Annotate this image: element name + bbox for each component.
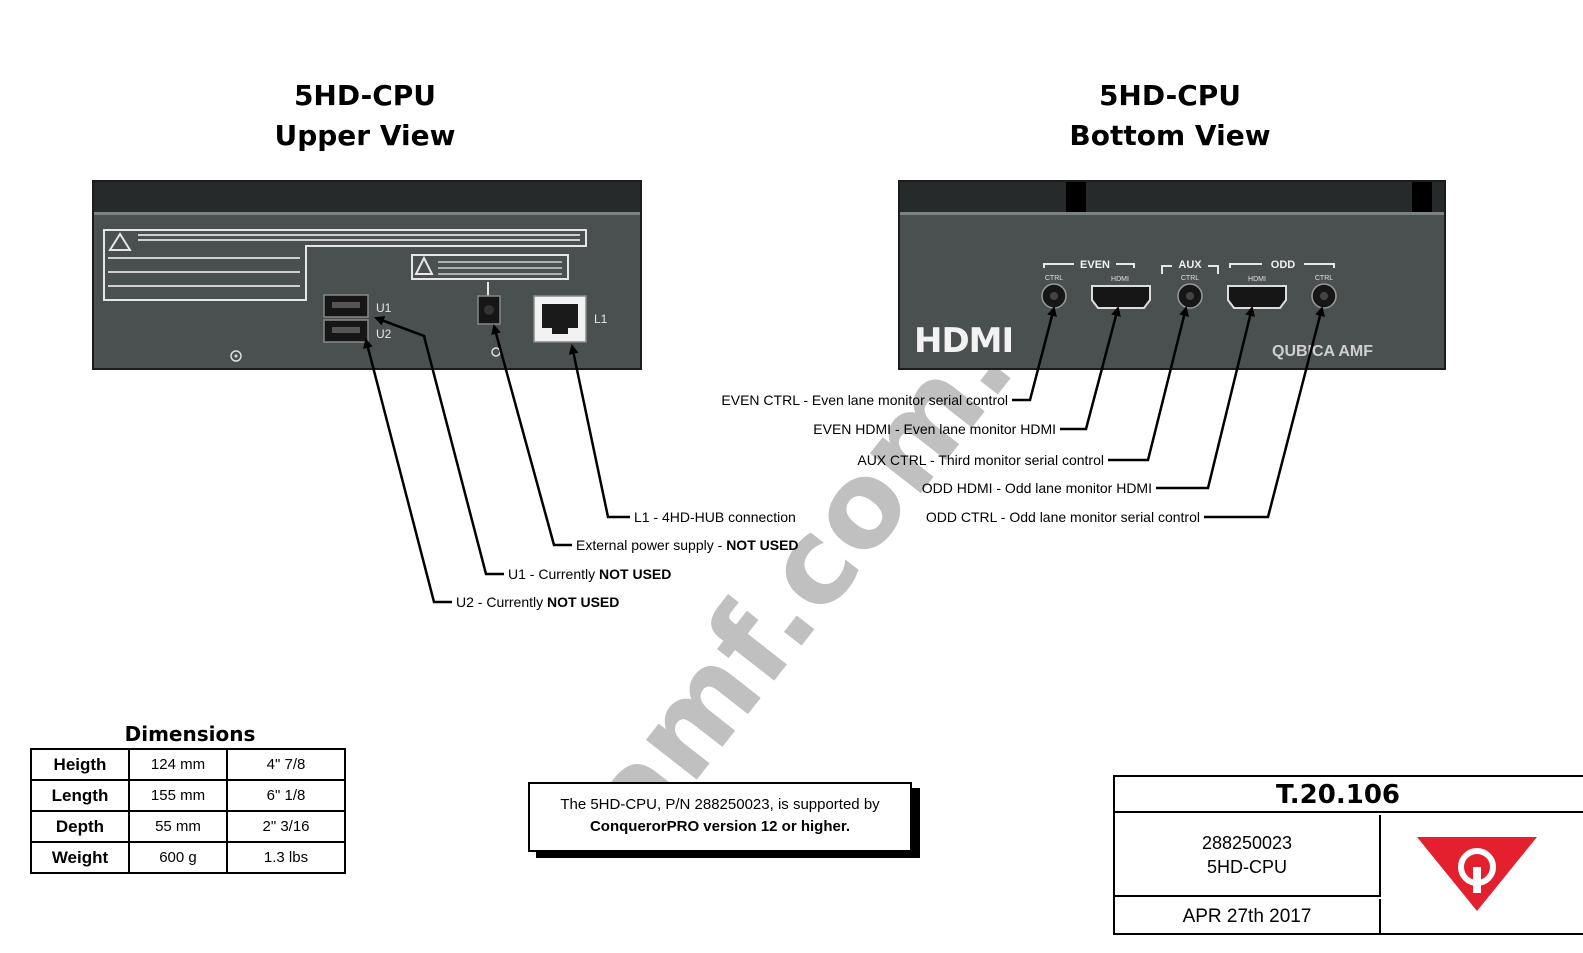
table-row: Length 155 mm 6" 1/8 bbox=[30, 779, 346, 812]
upper-view-title: 5HD-CPU Upper View bbox=[220, 76, 510, 156]
brand-logo: QUBICA AMF bbox=[1272, 343, 1373, 360]
screw-icon bbox=[230, 350, 242, 362]
even-hdmi-port-label: HDMI bbox=[1111, 276, 1129, 283]
hdmi-logo: HDMI bbox=[914, 321, 1013, 361]
bottom-view-panel: EVEN AUX ODD CTRL HDMI CTRL HDMI CTRL HD… bbox=[898, 180, 1446, 370]
bottom-view-title: 5HD-CPU Bottom View bbox=[1025, 76, 1315, 156]
dim-imperial: 1.3 lbs bbox=[226, 841, 346, 874]
callout-l1: L1 - 4HD-HUB connection bbox=[634, 509, 796, 525]
callout-power: External power supply - NOT USED bbox=[576, 537, 799, 553]
dim-metric: 124 mm bbox=[128, 748, 228, 781]
warning-triangle-icon bbox=[108, 232, 132, 251]
dimensions-title: Dimensions bbox=[124, 722, 256, 746]
table-row: Heigth 124 mm 4" 7/8 bbox=[30, 748, 346, 781]
u1-port-label: U1 bbox=[376, 301, 392, 315]
aux-ctrl-port-label: CTRL bbox=[1181, 275, 1199, 282]
support-note: The 5HD-CPU, P/N 288250023, is supported… bbox=[528, 782, 912, 852]
title-block: T.20.106 288250023 5HD-CPU APR 27th 2017 bbox=[1113, 775, 1583, 935]
table-row: Depth 55 mm 2" 3/16 bbox=[30, 810, 346, 843]
bottom-panel-drawing: EVEN AUX ODD CTRL HDMI CTRL HDMI CTRL HD… bbox=[914, 256, 1373, 361]
u2-port-label: U2 bbox=[376, 327, 392, 341]
odd-hdmi-port bbox=[1227, 285, 1287, 309]
callout-even-hdmi: EVEN HDMI - Even lane monitor HDMI bbox=[813, 421, 1056, 437]
part-name: 5HD-CPU bbox=[1206, 857, 1287, 877]
rating-warning-icon bbox=[414, 255, 434, 275]
odd-group-label: ODD bbox=[1271, 259, 1296, 271]
document-number: T.20.106 bbox=[1115, 777, 1583, 813]
dim-metric: 600 g bbox=[128, 841, 228, 874]
dim-label: Weight bbox=[30, 841, 130, 874]
callout-aux-ctrl: AUX CTRL - Third monitor serial control bbox=[857, 452, 1104, 468]
dim-metric: 155 mm bbox=[128, 779, 228, 812]
dim-metric: 55 mm bbox=[128, 810, 228, 843]
odd-hdmi-port-label: HDMI bbox=[1248, 276, 1266, 283]
support-note-line2: ConquerorPRO version 12 or higher. bbox=[589, 818, 851, 835]
bottom-title-line1: 5HD-CPU bbox=[1098, 79, 1242, 112]
leader-u2 bbox=[363, 338, 452, 604]
document-date: APR 27th 2017 bbox=[1115, 899, 1381, 935]
dim-label: Length bbox=[30, 779, 130, 812]
dim-imperial: 4" 7/8 bbox=[226, 748, 346, 781]
warning-label-text bbox=[108, 234, 580, 287]
dim-label: Heigth bbox=[30, 748, 130, 781]
even-group-label: EVEN bbox=[1080, 259, 1110, 271]
support-note-line1: The 5HD-CPU, P/N 288250023, is supported… bbox=[560, 796, 880, 813]
bottom-panel-lid bbox=[900, 182, 1444, 215]
rating-label bbox=[411, 254, 569, 280]
callout-odd-hdmi: ODD HDMI - Odd lane monitor HDMI bbox=[921, 480, 1152, 496]
dim-imperial: 6" 1/8 bbox=[226, 779, 346, 812]
odd-ctrl-port-label: CTRL bbox=[1315, 275, 1333, 282]
table-row: Weight 600 g 1.3 lbs bbox=[30, 841, 346, 874]
callout-odd-ctrl: ODD CTRL - Odd lane monitor serial contr… bbox=[925, 509, 1200, 525]
upper-title-line2: Upper View bbox=[274, 119, 456, 152]
upper-title-line1: 5HD-CPU bbox=[293, 79, 437, 112]
upper-panel-drawing: U1 U2 L1 bbox=[103, 229, 608, 362]
part-info: 288250023 5HD-CPU bbox=[1115, 815, 1381, 897]
part-number: 288250023 bbox=[1201, 833, 1293, 853]
warning-label-outline bbox=[103, 229, 587, 301]
dim-label: Depth bbox=[30, 810, 130, 843]
aux-group-label: AUX bbox=[1178, 259, 1202, 271]
dim-imperial: 2" 3/16 bbox=[226, 810, 346, 843]
even-hdmi-port bbox=[1091, 285, 1151, 309]
callout-even-ctrl: EVEN CTRL - Even lane monitor serial con… bbox=[721, 392, 1008, 408]
callout-u2: U2 - Currently NOT USED bbox=[456, 594, 620, 610]
upper-panel-lid bbox=[94, 182, 640, 215]
dimensions-table: Heigth 124 mm 4" 7/8 Length 155 mm 6" 1/… bbox=[30, 748, 346, 874]
upper-view-panel: U1 U2 L1 bbox=[92, 180, 642, 370]
l1-port-label: L1 bbox=[594, 312, 608, 326]
leader-l1 bbox=[568, 344, 630, 519]
even-ctrl-port-label: CTRL bbox=[1045, 275, 1063, 282]
company-logo-icon bbox=[1417, 837, 1537, 911]
callout-u1: U1 - Currently NOT USED bbox=[508, 566, 672, 582]
bottom-title-line2: Bottom View bbox=[1069, 119, 1271, 152]
